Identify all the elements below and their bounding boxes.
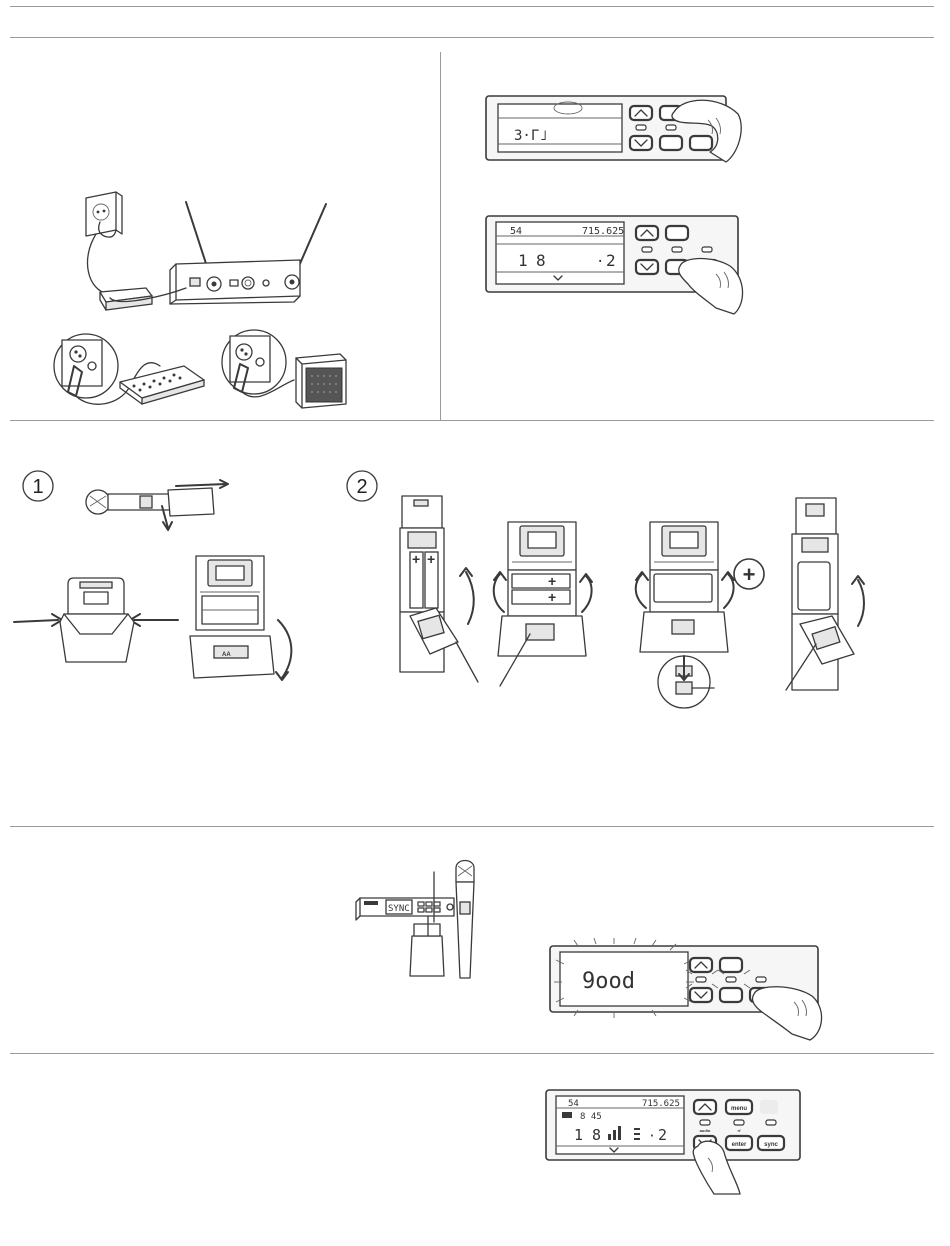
bodypack-squeeze-illustration: [10, 574, 182, 674]
bodypack-rechargeable-battery-illustration: [632, 516, 742, 712]
svg-text:menu: menu: [731, 1106, 747, 1112]
svg-text:+: +: [412, 551, 420, 567]
svg-text:sync: sync: [764, 1142, 778, 1148]
svg-text:AA: AA: [222, 652, 231, 658]
svg-text:2: 2: [356, 476, 367, 498]
top-rule: [10, 6, 934, 7]
section-rule-2: [10, 826, 934, 827]
frequency-readout: 715.625: [582, 226, 624, 237]
svg-text:+: +: [548, 573, 556, 589]
svg-text:enter: enter: [732, 1142, 747, 1148]
bodypack-aa-battery-illustration: + +: [490, 516, 600, 686]
svg-text:+: +: [548, 589, 556, 605]
svg-text:+: +: [743, 562, 756, 587]
sync-lcd-text: SYNC: [388, 904, 410, 914]
status-frequency-readout: 715.625: [642, 1099, 680, 1109]
scan-channel-readout: 3·Γ˩: [514, 128, 548, 144]
receiver-front-panel-scan: 3·Γ˩: [484, 92, 744, 166]
channel-right-digit: 2: [606, 251, 616, 270]
header-rule: [10, 37, 934, 38]
battery-positive-symbol: +: [732, 557, 766, 591]
section-rule-1: [10, 420, 934, 421]
status-channel-left: 1: [574, 1126, 583, 1144]
step-2-marker: 2: [344, 468, 380, 504]
handheld-rechargeable-battery-illustration: [770, 494, 870, 694]
receiver-sync-illustration: SYNC: [356, 862, 496, 988]
receiver-front-panel-status: 54 715.625 8 45 1 8 · 2 menu audio rf en…: [544, 1088, 804, 1196]
receiver-rear-panel: [150, 198, 340, 308]
receiver-front-panel-sync-good: 9ood: [548, 938, 828, 1044]
section-rule-3: [10, 1053, 934, 1054]
svg-text:audio: audio: [700, 1128, 711, 1133]
status-group-readout: 54: [568, 1099, 579, 1109]
status-battery-timer: 8 45: [580, 1112, 602, 1122]
amplifier-connection-illustration: [218, 326, 358, 410]
channel-dot: ·: [596, 254, 604, 270]
status-channel-mid: 8: [592, 1126, 601, 1144]
step-1-marker: 1: [20, 468, 56, 504]
status-channel-right: 2: [658, 1126, 667, 1144]
mixer-connection-illustration: [50, 326, 210, 410]
sync-result-readout: 9ood: [582, 969, 635, 994]
group-readout: 54: [510, 226, 522, 237]
svg-text:1: 1: [32, 476, 43, 498]
svg-text:+: +: [427, 551, 435, 567]
section-divider-vertical: [440, 52, 441, 420]
handheld-battery-insert-illustration: + +: [386, 492, 496, 682]
handheld-mic-open-illustration: [84, 476, 234, 536]
channel-mid-digit: 8: [536, 251, 546, 270]
status-channel-dot: ·: [648, 1129, 656, 1144]
bodypack-open-battery-illustration: AA: [186, 550, 306, 686]
receiver-front-panel-channel: 54 715.625 1 8 · 2: [484, 212, 754, 322]
channel-left-digit: 1: [518, 251, 528, 270]
